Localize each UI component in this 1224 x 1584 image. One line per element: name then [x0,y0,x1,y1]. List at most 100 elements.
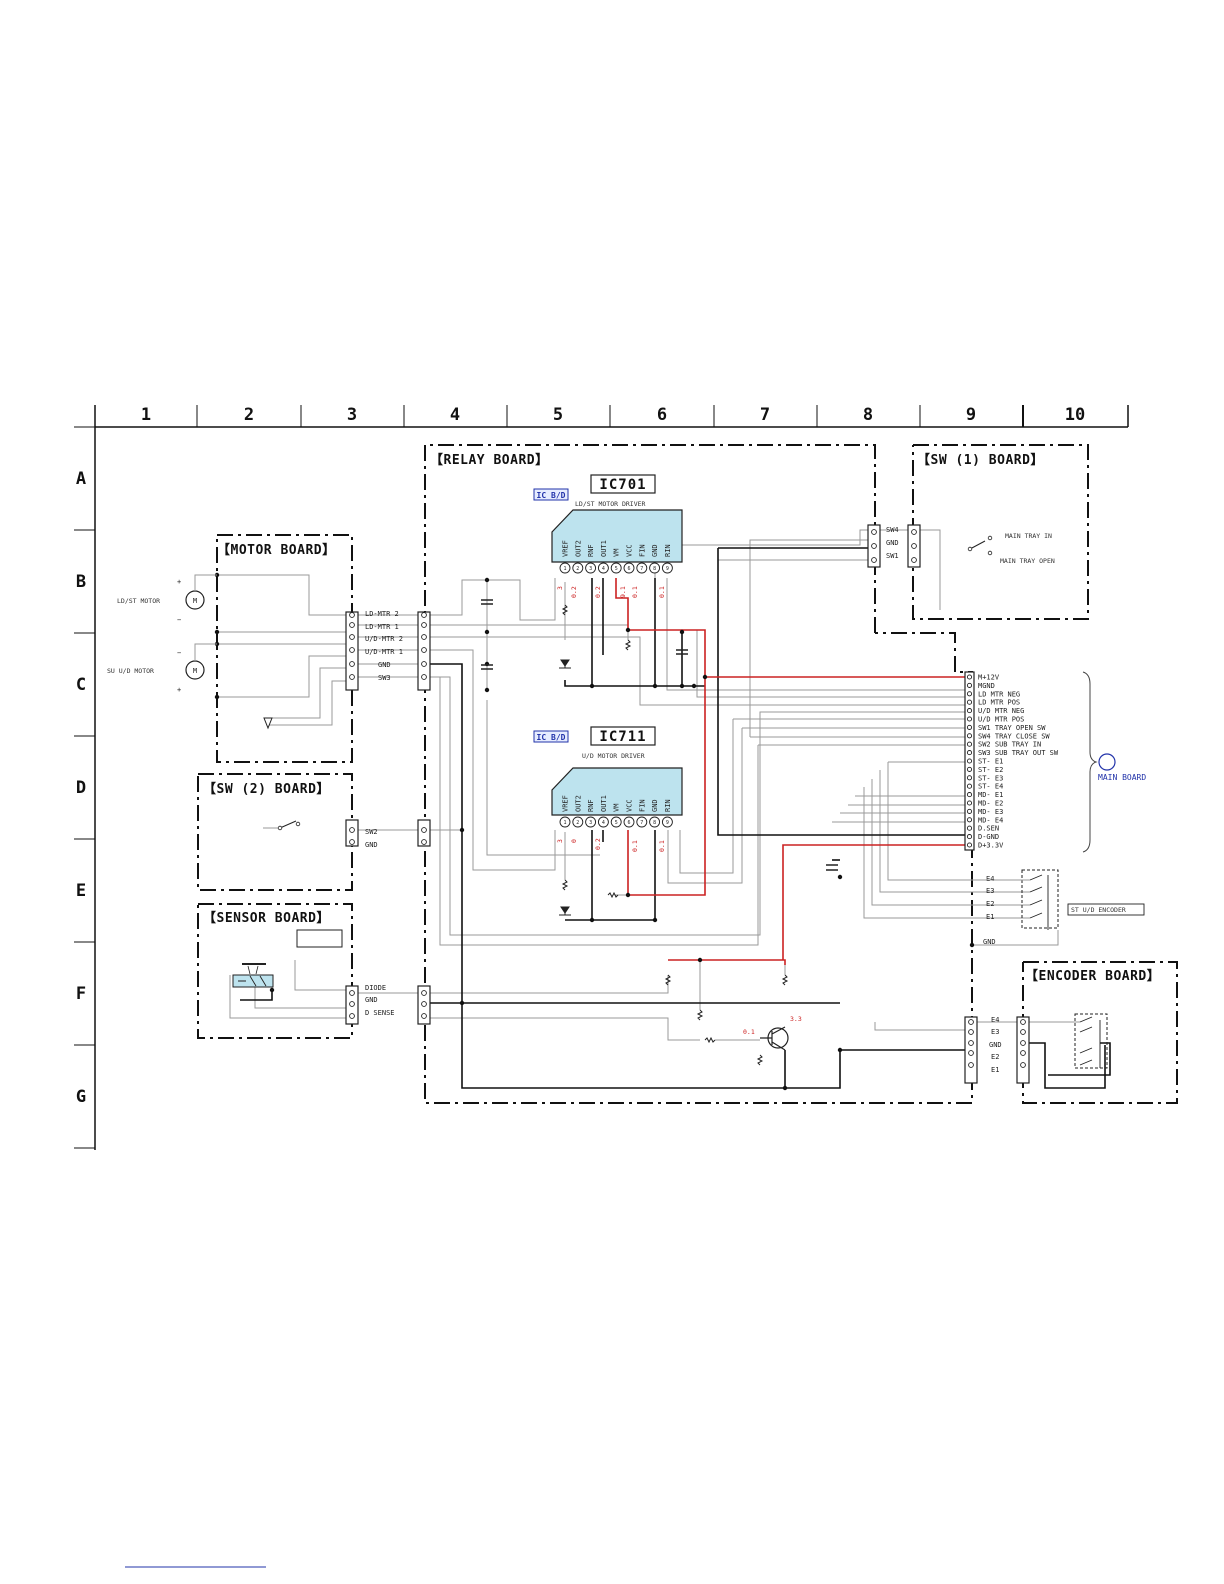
main-board-signal-17: MD- E3 [978,808,1003,816]
enc-board-pin-1 [1020,1019,1026,1025]
main-board-pin-14 [966,783,973,789]
sensor-sig-gnd: GND [365,996,378,1004]
relay-conn-pin-5 [421,661,427,667]
motor-conn-pin-2 [349,622,355,628]
ic711-pin-3-number: 3 [589,820,592,826]
ic701-pin-6-name: VCC [626,544,634,557]
ic701-pin-6-number: 6 [627,566,630,572]
main-board-signal-21: D+3.3V [978,842,1004,850]
grid-row-c: C [76,675,86,695]
ic701-volt-pin2: 0.2 [570,586,578,598]
relay-conn-pin-6 [421,674,427,680]
power-wires [615,578,965,965]
ic701-pin-4-circle [597,562,609,574]
grid-col-9: 9 [966,405,976,425]
ic711-voltages: 3 0 0.2 0.1 0.1 [556,838,666,852]
main-board-pin-8 [966,733,973,739]
sw2-board-outline [197,773,353,891]
motor-connector-pins [349,612,427,680]
ic711-pin-3-name: RNF [587,799,595,812]
ic711-pin-9-number: 9 [666,820,669,826]
ic701-pin-8-name: GND [651,544,659,557]
main-board-label: MAIN BOARD [1098,773,1146,782]
ic701-pin-9-circle [661,562,673,574]
main-board-signal-7: SW1 TRAY OPEN SW [978,724,1046,732]
ic701-pin-4-name: OUT1 [600,540,608,557]
ic711-pin-1-number: 1 [563,820,566,826]
ic711-volt-pin1: 3 [556,839,564,843]
ic701-body [551,509,683,563]
grid-frame: 1 2 3 4 5 6 7 8 9 10 A B C D E F G [74,405,1129,1150]
ic711-pin-8-number: 8 [653,820,656,826]
ud-motor-glyph: M [193,667,197,675]
relay-conn-pin-2 [421,622,427,628]
ic711-pin-6-number: 6 [627,820,630,826]
ud-motor-label: SU U/D MOTOR [107,667,154,675]
ic711-pin-6-circle [623,816,635,828]
main-board-pin-12 [966,766,973,772]
ic711-pin-6-name: VCC [626,799,634,812]
encoder-connector-pins [968,1019,1026,1068]
grid-col-1: 1 [141,405,151,425]
ic701-pin-8-number: 8 [653,566,656,572]
ic701-pin-4-number: 4 [602,566,605,572]
main-board-pin-15 [966,792,973,798]
ic711-pin-7-name: FIN [638,799,646,812]
main-board-signal-2: MGND [978,682,995,690]
motor-board: M + − LD/ST MOTOR M − + SU U/D MOTOR [107,574,273,730]
main-board-pin-13 [966,775,973,781]
ic701-pin-3-name: RNF [587,544,595,557]
ic701-volt-pin3: 0.2 [594,586,602,598]
ic701-desc: LD/ST MOTOR DRIVER [575,500,646,508]
motor-conn-pin-1 [349,612,355,618]
grid-row-b: B [76,572,86,592]
enc-sig-e1: E1 [991,1066,999,1074]
motor-sig-udmtr2: U/D-MTR 2 [365,635,403,643]
ic711-pin-4-circle [597,816,609,828]
main-board-pin-11 [966,758,973,764]
motor-conn-pin-4 [349,647,355,653]
junction-dots [214,572,975,1091]
ic701-pin-7-name: FIN [638,544,646,557]
main-board-signal-15: MD- E1 [978,791,1003,799]
ic701-pin-2-number: 2 [576,566,579,572]
grid-row-d: D [76,778,86,798]
motor-conn-pin-5 [349,661,355,667]
main-board-signal-4: LD MTR POS [978,699,1020,707]
ic711-volt-pin2: 0 [570,839,578,843]
ic701-pin-6-circle [623,562,635,574]
st-enc-e4: E4 [986,875,994,883]
ud-motor-minus: − [177,649,181,657]
transistor-volt-base: 0.1 [743,1028,755,1036]
grid-col-5: 5 [553,405,563,425]
ic701-pin-9-name: RIN [664,544,672,557]
sensor-label-box [296,929,343,948]
motor-sig-gnd: GND [378,661,391,669]
ic701-pin-7-circle [636,562,648,574]
sw2-board-title: 【SW (2) BOARD】 [203,781,330,797]
motor-connector-labels: LD-MTR 2 LD-MTR 1 U/D-MTR 2 U/D-MTR 1 GN… [365,610,403,682]
board-outlines [197,444,1178,1104]
relay-enc-pin-1 [968,1019,974,1025]
main-board-pin-6 [966,716,973,722]
ic711: IC711 IC B/D U/D MOTOR DRIVER [533,726,683,816]
sw2-sig-gnd: GND [365,841,378,849]
main-board-pin-1 [966,674,973,680]
ldst-motor-glyph: M [193,597,197,605]
enc-sig-e2: E2 [991,1053,999,1061]
ic701-pin-3-circle [585,562,597,574]
ic701-pin-3-number: 3 [589,566,592,572]
grid-row-g: G [76,1087,86,1107]
main-board-pin-7 [966,724,973,730]
ic711-volt-pin3: 0.2 [594,838,602,850]
ic701-pin-2-circle [572,562,584,574]
encoder-board-title: 【ENCODER BOARD】 [1025,968,1160,984]
sensor-sig-dsense: D SENSE [365,1009,395,1017]
main-board-pin-17 [966,808,973,814]
ic711-desc: U/D MOTOR DRIVER [582,752,645,760]
ic711-body [551,767,683,816]
enc-sig-e4: E4 [991,1016,999,1024]
main-board-pin-19 [966,825,973,831]
